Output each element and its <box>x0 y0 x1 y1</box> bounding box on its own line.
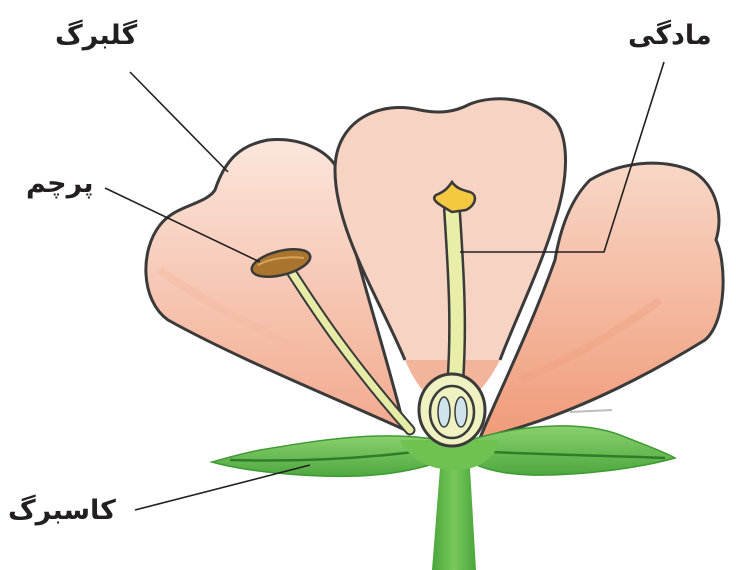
label-stamen: پرچم <box>26 170 94 197</box>
leader-petal <box>130 72 228 172</box>
stem <box>432 468 476 570</box>
label-sepal: کاسبرگ <box>8 497 116 524</box>
label-petal: گلبرگ <box>55 22 137 49</box>
label-pistil: مادگی <box>628 22 712 49</box>
sepal-right <box>466 426 675 475</box>
leader-sepal <box>135 465 310 510</box>
